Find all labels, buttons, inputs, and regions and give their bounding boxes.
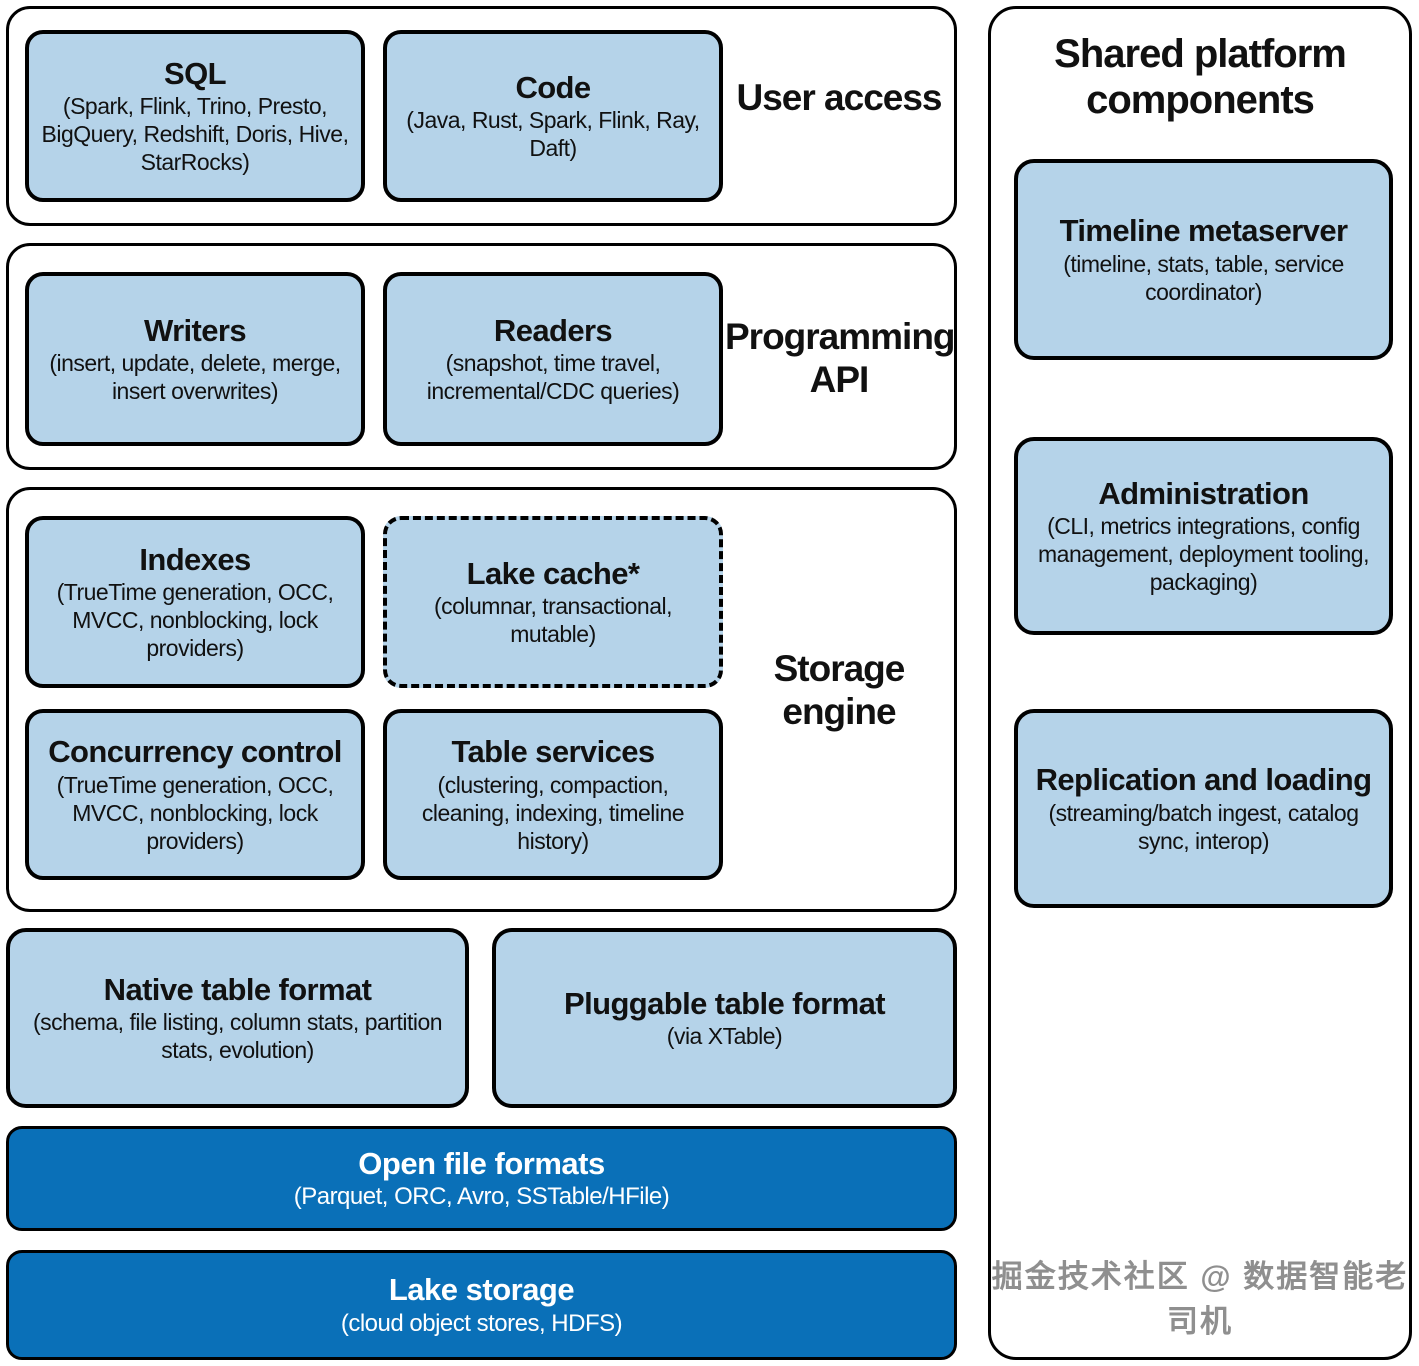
box-title: Concurrency control — [48, 734, 342, 770]
section-label-storage-engine: Storage engine — [773, 648, 906, 732]
box-subtitle: (snapshot, time travel, incremental/CDC … — [426, 350, 680, 405]
box-title: Timeline metaserver — [1059, 213, 1348, 249]
bar-title: Open file formats — [358, 1145, 605, 1181]
box-title: Code — [515, 69, 591, 105]
box-title: SQL — [164, 55, 227, 91]
box-subtitle: (clustering, compaction, cleaning, index… — [421, 771, 685, 854]
box-title: Pluggable table format — [564, 985, 886, 1021]
box-subtitle: (TrueTime generation, OCC, MVCC, nonbloc… — [56, 579, 334, 662]
box-title: Administration — [1098, 475, 1309, 511]
section-shared-platform-components: Shared platform components Timeline meta… — [988, 6, 1412, 1360]
box-native-table-format: Native table format (schema, file listin… — [6, 928, 469, 1108]
box-subtitle: (columnar, transactional, mutable) — [433, 593, 673, 648]
box-replication-and-loading: Replication and loading (streaming/batch… — [1014, 709, 1393, 908]
box-subtitle: (Java, Rust, Spark, Flink, Ray, Daft) — [406, 107, 700, 162]
box-readers: Readers (snapshot, time travel, incremen… — [383, 272, 723, 446]
section-label-programming-api: Programming API — [725, 316, 956, 400]
box-title: Indexes — [139, 541, 251, 577]
box-subtitle: (insert, update, delete, merge, insert o… — [49, 350, 341, 405]
box-title: Table services — [451, 734, 656, 770]
box-lake-cache: Lake cache* (columnar, transactional, mu… — [383, 516, 723, 688]
box-subtitle: (TrueTime generation, OCC, MVCC, nonbloc… — [56, 771, 334, 854]
bar-subtitle: (Parquet, ORC, Avro, SSTable/HFile) — [293, 1183, 670, 1211]
box-timeline-metaserver: Timeline metaserver (timeline, stats, ta… — [1014, 159, 1393, 360]
box-concurrency-control: Concurrency control (TrueTime generation… — [25, 709, 365, 880]
box-title: Writers — [143, 312, 247, 348]
box-writers: Writers (insert, update, delete, merge, … — [25, 272, 365, 446]
shared-platform-title: Shared platform components — [1054, 32, 1347, 122]
box-title: Replication and loading — [1035, 762, 1372, 798]
bar-lake-storage: Lake storage (cloud object stores, HDFS) — [6, 1250, 957, 1360]
section-label-user-access: User access — [736, 77, 942, 118]
box-indexes: Indexes (TrueTime generation, OCC, MVCC,… — [25, 516, 365, 688]
box-title: Lake cache* — [466, 555, 640, 591]
watermark: 掘金技术社区 @ 数据智能老司机 — [991, 1259, 1409, 1339]
box-subtitle: (timeline, stats, table, service coordin… — [1063, 250, 1344, 305]
box-pluggable-table-format: Pluggable table format (via XTable) — [492, 928, 957, 1108]
section-user-access: SQL (Spark, Flink, Trino, Presto, BigQue… — [6, 6, 957, 226]
box-subtitle: (via XTable) — [666, 1023, 783, 1050]
bar-open-file-formats: Open file formats (Parquet, ORC, Avro, S… — [6, 1126, 957, 1231]
box-title: Native table format — [103, 971, 372, 1007]
box-subtitle: (streaming/batch ingest, catalog sync, i… — [1048, 799, 1359, 854]
box-table-services: Table services (clustering, compaction, … — [383, 709, 723, 880]
box-administration: Administration (CLI, metrics integration… — [1014, 437, 1393, 635]
bar-title: Lake storage — [388, 1272, 575, 1308]
bar-subtitle: (cloud object stores, HDFS) — [340, 1309, 623, 1337]
box-subtitle: (schema, file listing, column stats, par… — [32, 1009, 443, 1064]
section-programming-api: Writers (insert, update, delete, merge, … — [6, 243, 957, 470]
box-subtitle: (Spark, Flink, Trino, Presto, BigQuery, … — [41, 93, 349, 176]
box-subtitle: (CLI, metrics integrations, config manag… — [1038, 513, 1370, 596]
box-title: Readers — [493, 312, 613, 348]
box-sql: SQL (Spark, Flink, Trino, Presto, BigQue… — [25, 30, 365, 202]
section-storage-engine: Indexes (TrueTime generation, OCC, MVCC,… — [6, 487, 957, 912]
box-code: Code (Java, Rust, Spark, Flink, Ray, Daf… — [383, 30, 723, 202]
